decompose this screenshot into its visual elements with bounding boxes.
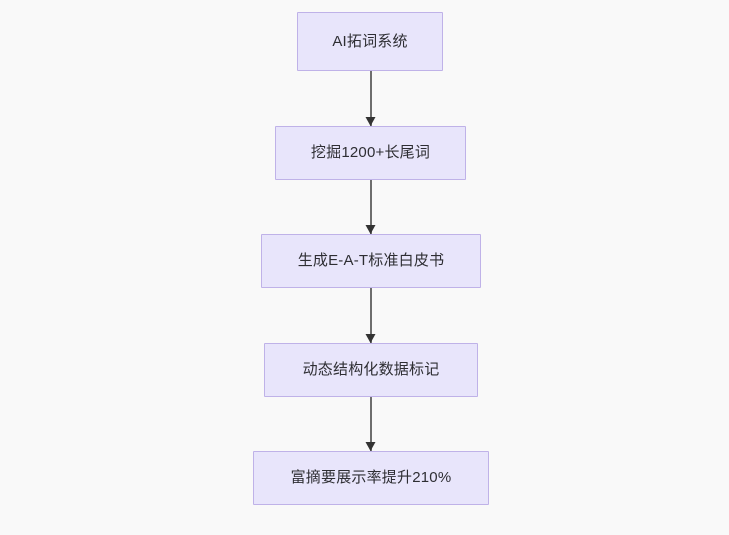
flowchart-node-label: 挖掘1200+长尾词 [310, 144, 431, 161]
connector-line [370, 71, 372, 126]
flowchart-node-rich-snippet-rate-increase[interactable]: 富摘要展示率提升210% [253, 451, 489, 505]
connector-line [370, 397, 372, 451]
arrowhead-icon [365, 225, 376, 234]
arrowhead-icon [365, 334, 376, 343]
flowchart-node-label: 生成E-A-T标准白皮书 [297, 252, 445, 269]
flowchart-node-mine-longtail-keywords[interactable]: 挖掘1200+长尾词 [275, 126, 466, 180]
arrowhead-icon [365, 117, 376, 126]
arrowhead-icon [365, 442, 376, 451]
flowchart-node-dynamic-structured-data-markup[interactable]: 动态结构化数据标记 [264, 343, 478, 397]
flowchart-node-label: 动态结构化数据标记 [302, 361, 440, 378]
flowchart-node-label: AI拓词系统 [332, 32, 408, 50]
connector-line [370, 180, 372, 234]
flowchart-node-ai-keyword-system[interactable]: AI拓词系统 [297, 12, 443, 71]
connector-line [370, 288, 372, 343]
flowchart-node-generate-eat-whitepaper[interactable]: 生成E-A-T标准白皮书 [261, 234, 481, 288]
flowchart-node-label: 富摘要展示率提升210% [290, 469, 452, 486]
